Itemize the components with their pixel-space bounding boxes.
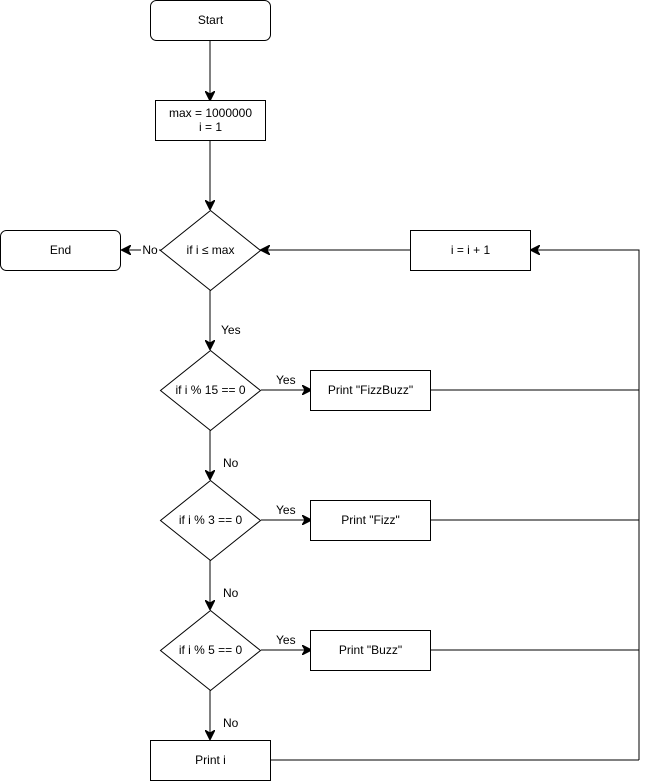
edge-label-yes-fizzbuzz: Yes	[276, 373, 296, 387]
init-label-max: max = 1000000	[169, 106, 252, 120]
print-i-label: Print i	[195, 753, 226, 767]
connector-return-bus	[531, 250, 640, 760]
edge-label-yes-buzz: Yes	[276, 633, 296, 647]
loop-condition-node	[159, 209, 262, 292]
no-end-label-bg	[141, 242, 159, 256]
print-buzz-label: Print "Buzz"	[339, 643, 402, 657]
loop-condition-label: if i ≤ max	[187, 243, 235, 257]
print-fizzbuzz-node	[310, 370, 431, 411]
buzz-check-node	[159, 609, 262, 692]
edge-label-yes-fizz: Yes	[276, 503, 296, 517]
end-node	[0, 230, 121, 271]
print-buzz-node	[310, 630, 431, 671]
print-fizz-node	[310, 500, 431, 541]
edge-label-no-buzz: No	[223, 716, 239, 730]
fizz-check-label: if i % 3 == 0	[179, 513, 243, 527]
init-node	[155, 100, 266, 141]
start-label: Start	[198, 13, 224, 27]
edge-label-no-end: No	[142, 243, 158, 257]
fizz-check-node	[159, 479, 262, 562]
edge-label-yes-loop: Yes	[221, 323, 241, 337]
print-fizz-label: Print "Fizz"	[341, 513, 400, 527]
fizzbuzz-check-label: if i % 15 == 0	[175, 383, 245, 397]
buzz-check-label: if i % 5 == 0	[179, 643, 243, 657]
edge-label-no-fizz: No	[223, 586, 239, 600]
print-i-node	[150, 740, 271, 781]
start-node	[150, 0, 271, 41]
increment-node	[410, 230, 531, 271]
increment-label: i = i + 1	[451, 243, 491, 257]
end-label: End	[50, 243, 71, 257]
edge-label-no-fizzbuzz: No	[223, 456, 239, 470]
fizzbuzz-check-node	[159, 349, 262, 432]
init-label-i: i = 1	[199, 120, 222, 134]
print-fizzbuzz-label: Print "FizzBuzz"	[328, 383, 413, 397]
